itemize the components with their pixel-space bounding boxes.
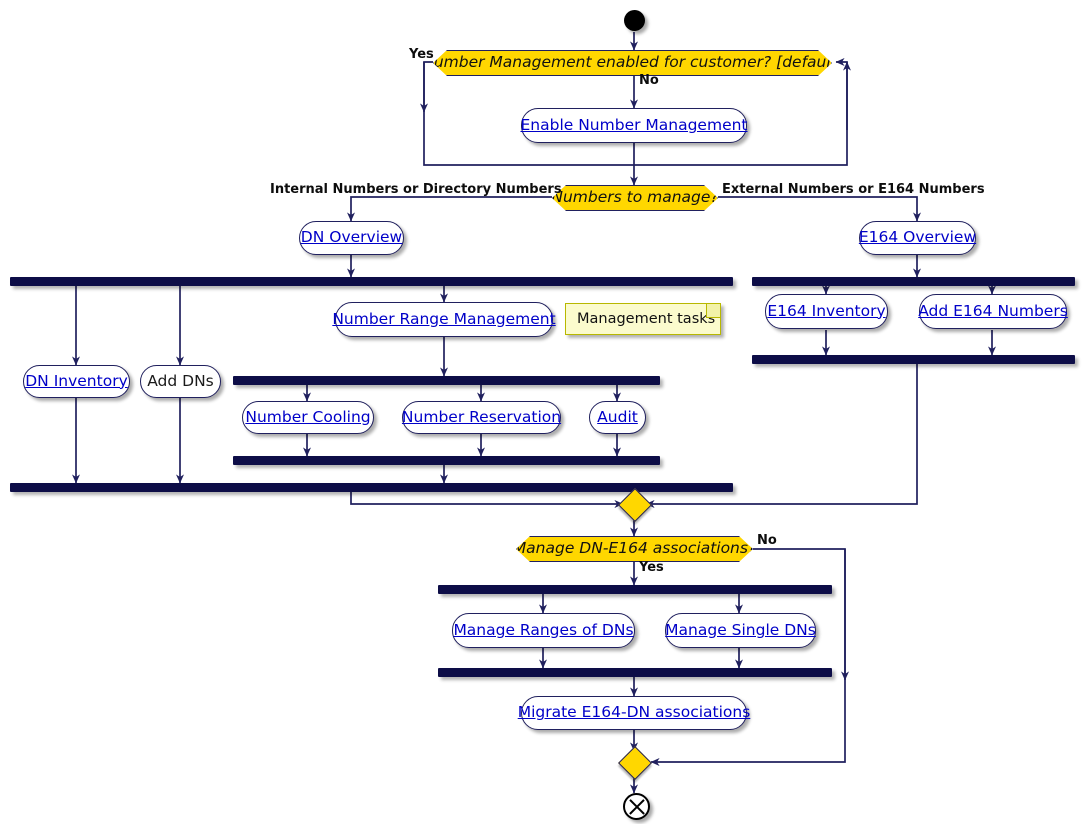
join-bar-e164-branch [752, 355, 1075, 364]
activity-manage-ranges-of-dns[interactable]: Manage Ranges of DNs [452, 613, 635, 648]
activity-label: DN Overview [300, 228, 403, 247]
activity-number-range-management[interactable]: Number Range Management [332, 302, 556, 337]
join-bar-management-tasks [233, 456, 660, 465]
join-bar-dn-branch [10, 483, 733, 492]
activity-label: Migrate E164-DN associations [517, 703, 751, 722]
fork-bar-dn-associations [438, 585, 832, 594]
start-node [624, 10, 645, 31]
activity-label: Manage Single DNs [665, 620, 816, 639]
activity-label: Add DNs [147, 371, 214, 390]
activity-label: DN Inventory [25, 371, 128, 390]
fork-bar-e164-branch [752, 277, 1075, 286]
guard-label-no-1: No [639, 73, 659, 88]
fork-bar-dn-branch [10, 277, 733, 286]
activity-label: Audit [597, 407, 638, 426]
activity-manage-single-dns[interactable]: Manage Single DNs [665, 613, 816, 648]
note-label: Management tasks [577, 310, 716, 327]
guard-label-yes-1: Yes [409, 47, 434, 62]
decision-number-management-enabled[interactable]: Number Management enabled for customer? … [433, 50, 832, 76]
decision-label: Number Management enabled for customer? … [422, 53, 843, 72]
decision-label: Manage DN-E164 associations? [512, 539, 757, 558]
activity-label: E164 Overview [858, 228, 977, 247]
activity-label: Enable Number Management [520, 115, 748, 134]
activity-migrate-e164-dn-associations[interactable]: Migrate E164-DN associations [518, 696, 750, 730]
note-management-tasks: Management tasks [565, 303, 721, 335]
join-bar-dn-associations [438, 668, 832, 677]
activity-label: Number Cooling [245, 407, 371, 426]
activity-add-e164-numbers[interactable]: Add E164 Numbers [918, 294, 1068, 329]
activity-label: Number Reservation [401, 407, 562, 426]
fork-bar-management-tasks [233, 376, 660, 385]
decision-manage-dn-e164-associations[interactable]: Manage DN-E164 associations? [516, 536, 753, 562]
activity-label: Number Range Management [332, 309, 556, 328]
activity-enable-number-management[interactable]: Enable Number Management [520, 108, 748, 143]
guard-label-external-numbers: External Numbers or E164 Numbers [722, 182, 985, 197]
decision-numbers-to-manage[interactable]: Numbers to manage? [552, 185, 718, 211]
guard-label-no-3: No [757, 533, 777, 548]
activity-dn-overview[interactable]: DN Overview [299, 221, 404, 255]
activity-number-reservation[interactable]: Number Reservation [402, 401, 561, 434]
activity-label: E164 Inventory [767, 301, 886, 320]
activity-dn-inventory[interactable]: DN Inventory [23, 365, 130, 398]
activity-number-cooling[interactable]: Number Cooling [242, 401, 374, 434]
activity-add-dns[interactable]: Add DNs [140, 365, 221, 398]
note-fold-corner [706, 304, 720, 318]
flow-final-node [623, 793, 650, 820]
activity-audit[interactable]: Audit [589, 401, 646, 434]
activity-label: Manage Ranges of DNs [453, 620, 634, 639]
activity-label: Add E164 Numbers [918, 301, 1068, 320]
guard-label-internal-numbers: Internal Numbers or Directory Numbers [270, 182, 562, 197]
guard-label-yes-3: Yes [639, 560, 664, 575]
activity-e164-inventory[interactable]: E164 Inventory [765, 294, 888, 329]
activity-e164-overview[interactable]: E164 Overview [859, 221, 976, 255]
decision-label: Numbers to manage? [551, 188, 719, 207]
